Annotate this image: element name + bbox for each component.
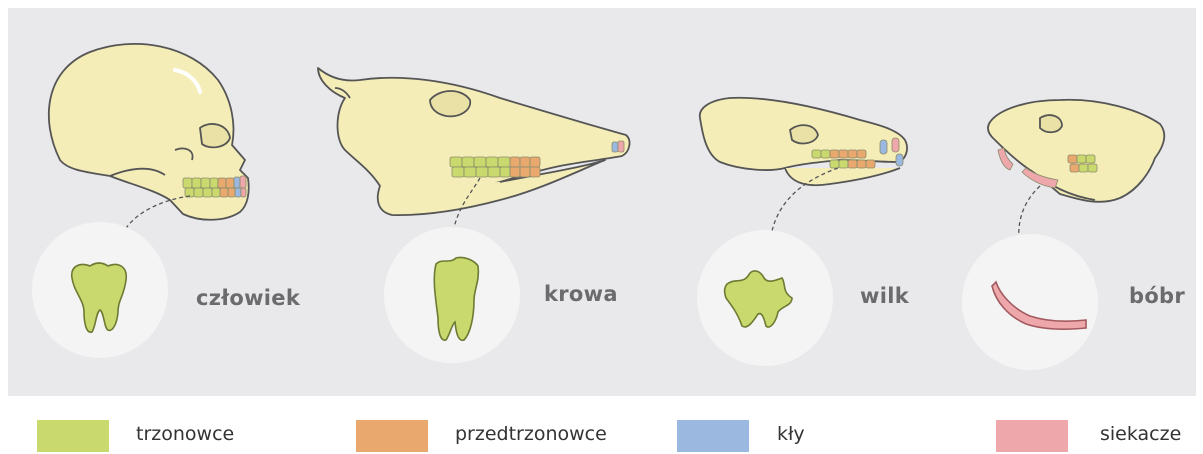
legend-label-incisors: siekacze [1100, 423, 1181, 445]
animal-label-wolf: wilk [860, 284, 909, 308]
legend-label-canines: kły [777, 423, 805, 445]
animal-label-human: człowiek [196, 286, 300, 310]
legend-swatch-molars [37, 420, 109, 452]
human-teeth [183, 176, 246, 197]
legend-swatch-incisors [996, 420, 1068, 452]
beaver-tooth-circle [962, 234, 1098, 370]
legend-label-molars: trzonowce [136, 423, 234, 445]
legend-label-premolars: przedtrzonowce [455, 423, 607, 445]
legend-swatch-canines [677, 420, 749, 452]
legend-swatch-premolars [356, 420, 428, 452]
cow-skull [318, 68, 629, 215]
wolf-skull [700, 98, 907, 185]
animal-label-beaver: bóbr [1129, 284, 1185, 308]
animal-label-cow: krowa [544, 282, 618, 306]
beaver-skull [988, 100, 1164, 202]
